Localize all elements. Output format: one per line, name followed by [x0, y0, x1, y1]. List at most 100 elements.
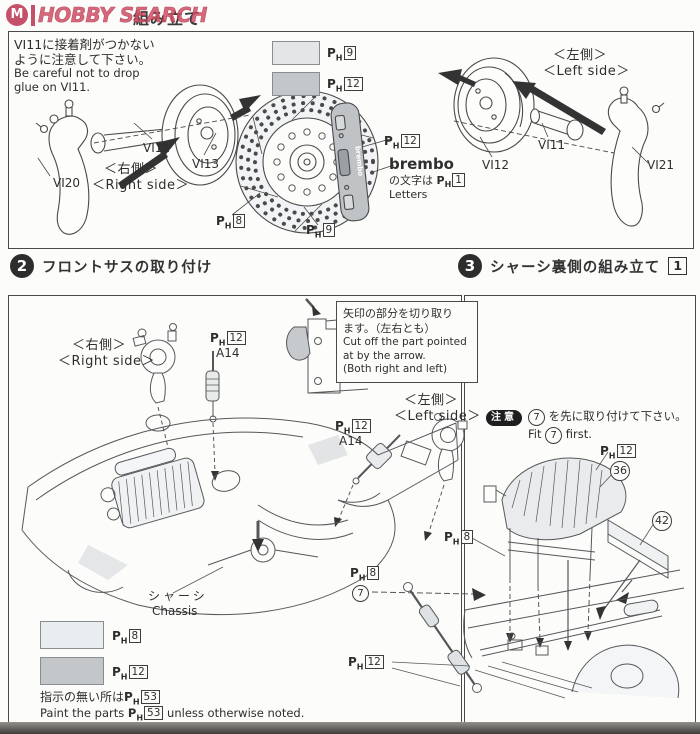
- part-label-7: 7: [352, 585, 369, 602]
- subframe-36-drawing: [483, 457, 627, 586]
- step2-header: 2 フロントサスの取り付け: [10, 254, 212, 278]
- step2-right-side-en: ＜Right side＞: [58, 354, 156, 369]
- paint-swatch-ph12-step2: [40, 657, 104, 685]
- step3-sheet-number: 1: [668, 257, 688, 275]
- leader-lines-center: [231, 138, 395, 226]
- cutoff-callout: 矢印の部分を切り取り ます。（左右とも） Cut off the part po…: [336, 301, 478, 383]
- cutoff-en3: (Both right and left): [343, 363, 448, 375]
- cutoff-en1: Cut off the part pointed: [343, 336, 467, 348]
- fit7-en1: Fit: [528, 427, 542, 441]
- step2-number-badge: 2: [10, 254, 34, 278]
- panel-42-drawing: [596, 519, 669, 620]
- watermark-text: HOBBY SEARCH: [38, 3, 208, 28]
- glue-caution-en2: glue on VI11.: [14, 79, 91, 94]
- shock-right-drawing: [205, 351, 220, 481]
- part-label-a14-left: A14: [339, 434, 363, 448]
- step2-title: フロントサスの取り付け: [42, 259, 213, 276]
- chassis-label-en: Chassis: [152, 604, 198, 618]
- watermark-m-logo-icon: M: [6, 4, 28, 26]
- chassis-underside-drawing: [391, 569, 685, 699]
- circled-42: 42: [652, 511, 672, 531]
- cutoff-part-drawing: [286, 298, 461, 394]
- step1-drawing: brembo: [35, 57, 665, 235]
- part-label-vi11-right: VI11: [538, 138, 566, 152]
- step2-left-side-jp: ＜左側＞: [404, 393, 459, 408]
- step3-title: シャーシ裏側の組み立て: [490, 259, 661, 276]
- step1-panel: [8, 31, 694, 249]
- pin-vi11-right-drawing: [529, 108, 584, 141]
- disc-vi12-drawing: [453, 57, 535, 153]
- glue-caution-jp1: VI11に接着剤がつかない: [14, 37, 155, 52]
- paint-swatch-ph8: [40, 621, 104, 649]
- assembly-arrow-left: [118, 95, 261, 189]
- circled-7-en: 7: [545, 427, 563, 444]
- brembo-note-bold: brembo: [389, 155, 454, 173]
- watermark-bar-icon: [31, 4, 35, 26]
- left-side-label-jp: ＜左側＞: [553, 48, 608, 63]
- step3-header: 3 シャーシ裏側の組み立て 1: [458, 254, 688, 278]
- axis-dashed-left: [93, 114, 251, 144]
- hobbysearch-watermark: M HOBBY SEARCH: [6, 3, 208, 28]
- circled-7-label: 7: [352, 585, 369, 602]
- caliper-brembo-text: brembo: [353, 145, 364, 176]
- step2-right-side-jp: ＜右側＞: [72, 338, 127, 353]
- knuckle-left-step2-drawing: [424, 413, 468, 541]
- left-side-label-en: ＜Left side＞: [543, 64, 630, 79]
- step3-number-badge: 3: [458, 254, 482, 278]
- leader-lines-right: [479, 122, 649, 164]
- cutoff-en2: at by the arrow.: [343, 349, 426, 362]
- fit7-note-jp: 7 を先に取り付けて下さい。: [528, 409, 687, 426]
- disc-vi13-drawing: [161, 84, 239, 186]
- glue-caution-note: VI11に接着剤がつかない ように注意して下さい。 Be careful not…: [14, 37, 155, 95]
- leader-lines-left: [37, 122, 217, 177]
- circled-7-jp: 7: [528, 409, 545, 426]
- glue-caution-jp2: ように注意して下さい。: [14, 52, 152, 67]
- chassis-label-jp: シャーシ: [148, 589, 208, 603]
- default-paint-note-jp-text: 指示の無い所は: [40, 690, 125, 704]
- fit7-note-en: Fit 7 first.: [528, 427, 592, 444]
- part-label-a14-right: A14: [216, 346, 240, 360]
- right-side-label-jp: ＜右側＞: [104, 162, 159, 177]
- assembly-arrow-right: [438, 69, 606, 135]
- cutoff-jp2: ます。（左右とも）: [343, 321, 436, 335]
- part-label-vi21: VI21: [647, 158, 675, 172]
- brake-caliper-drawing: brembo: [330, 102, 370, 222]
- part-label-vi20: VI20: [53, 176, 81, 190]
- default-paint-note-en2: unless otherwise noted.: [167, 706, 305, 720]
- brembo-note-en: Letters: [389, 188, 428, 201]
- paint-swatch-ph12: [272, 72, 320, 96]
- paint-swatch-ph9: [272, 41, 320, 65]
- axis-dashed-right: [453, 120, 615, 154]
- right-side-label-en: ＜Right side＞: [92, 178, 190, 193]
- part-label-vi12: VI12: [482, 158, 510, 172]
- fit7-jp-text: を先に取り付けて下さい。: [548, 409, 687, 423]
- default-paint-note-en1: Paint the parts: [40, 706, 125, 720]
- step2-left-side-en: ＜Left side＞: [394, 409, 481, 424]
- knuckle-vi20-drawing: [35, 99, 90, 235]
- step1-title-tail: 組み立て: [133, 9, 202, 28]
- step2-drawing: [21, 298, 468, 616]
- part-label-42: 42: [652, 511, 672, 531]
- drop-arrows: [506, 560, 592, 651]
- fit7-en2: first.: [565, 427, 592, 441]
- caution-badge: 注意: [486, 410, 522, 426]
- glue-caution-en1: Be careful not to drop: [14, 66, 140, 80]
